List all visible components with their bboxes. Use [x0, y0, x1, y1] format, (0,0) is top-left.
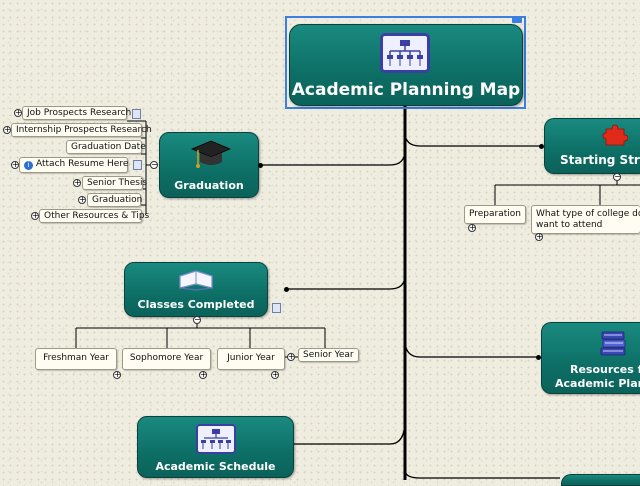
leaf-preparation[interactable]: Preparation: [464, 205, 526, 224]
central-topic-selection[interactable]: [285, 16, 526, 109]
leaf-senior-year[interactable]: Senior Year: [298, 348, 359, 362]
starting-strategies-topic[interactable]: Starting Stra: [544, 118, 640, 174]
books-icon: [598, 326, 628, 358]
schedule-org-chart-icon: [196, 424, 236, 454]
academic-schedule-topic[interactable]: Academic Schedule: [137, 416, 294, 478]
leaf-other-resources[interactable]: Other Resources & Tips: [39, 209, 149, 223]
graduation-collapse-toggle[interactable]: −: [150, 160, 158, 169]
leaf-job-prospects[interactable]: Job Prospects Research: [22, 106, 131, 120]
graduation-topic[interactable]: Graduation: [159, 132, 259, 198]
starting-connector-dot: [539, 144, 544, 149]
graduation-cap-icon: [190, 139, 232, 173]
note-icon[interactable]: [133, 160, 142, 170]
open-book-icon: [177, 268, 215, 292]
expand-preparation-icon[interactable]: +: [468, 223, 476, 232]
note-icon[interactable]: [132, 109, 141, 119]
expand-senior-thesis-icon[interactable]: +: [73, 178, 81, 187]
expand-internship-icon[interactable]: +: [3, 125, 11, 134]
expand-college-type-icon[interactable]: +: [535, 232, 543, 241]
expand-junior-icon[interactable]: +: [271, 370, 279, 379]
central-org-chart-icon: [380, 33, 430, 73]
central-topic[interactable]: Academic Planning Map: [289, 24, 523, 106]
resources-title-line1: Resources f: [570, 363, 640, 376]
puzzle-piece-icon: [602, 123, 629, 147]
classes-completed-title: Classes Completed: [137, 298, 255, 311]
starting-strategies-title: Starting Stra: [560, 153, 640, 167]
graduation-topic-title: Graduation: [174, 179, 244, 192]
expand-job-prospects-icon[interactable]: +: [14, 108, 22, 117]
bottom-right-topic[interactable]: [561, 474, 640, 486]
leaf-graduation[interactable]: Graduation: [87, 193, 142, 207]
expand-freshman-icon[interactable]: +: [113, 370, 121, 379]
graduation-connector-dot: [258, 163, 263, 168]
leaf-sophomore-year[interactable]: Sophomore Year: [122, 348, 211, 370]
resources-title-line2: Academic Plan: [555, 377, 640, 390]
expand-graduation-icon[interactable]: +: [78, 195, 86, 204]
expand-other-resources-icon[interactable]: +: [31, 211, 39, 220]
starting-collapse-toggle[interactable]: −: [613, 172, 621, 181]
leaf-college-type[interactable]: What type of college do want to attend: [531, 205, 640, 234]
academic-schedule-title: Academic Schedule: [155, 460, 276, 473]
expand-junior-side-icon[interactable]: +: [287, 352, 295, 361]
leaf-internship-prospects[interactable]: Internship Prospects Research: [11, 123, 152, 137]
info-icon: i: [24, 161, 33, 170]
classes-collapse-toggle[interactable]: −: [193, 315, 201, 324]
resources-connector-dot: [536, 355, 541, 360]
classes-connector-dot: [284, 287, 289, 292]
leaf-freshman-year[interactable]: Freshman Year: [35, 348, 117, 370]
selection-handle-icon[interactable]: [512, 17, 522, 23]
resources-topic[interactable]: Resources f Academic Plan: [541, 322, 640, 394]
leaf-junior-year[interactable]: Junior Year: [217, 348, 285, 370]
central-topic-title: Academic Planning Map: [291, 80, 521, 100]
leaf-graduation-date[interactable]: Graduation Date: [66, 140, 146, 154]
expand-sophomore-icon[interactable]: +: [199, 370, 207, 379]
leaf-senior-thesis[interactable]: Senior Thesis: [82, 176, 147, 190]
note-icon[interactable]: [272, 303, 281, 313]
classes-completed-topic[interactable]: Classes Completed: [124, 262, 268, 317]
expand-attach-resume-icon[interactable]: +: [11, 160, 19, 169]
